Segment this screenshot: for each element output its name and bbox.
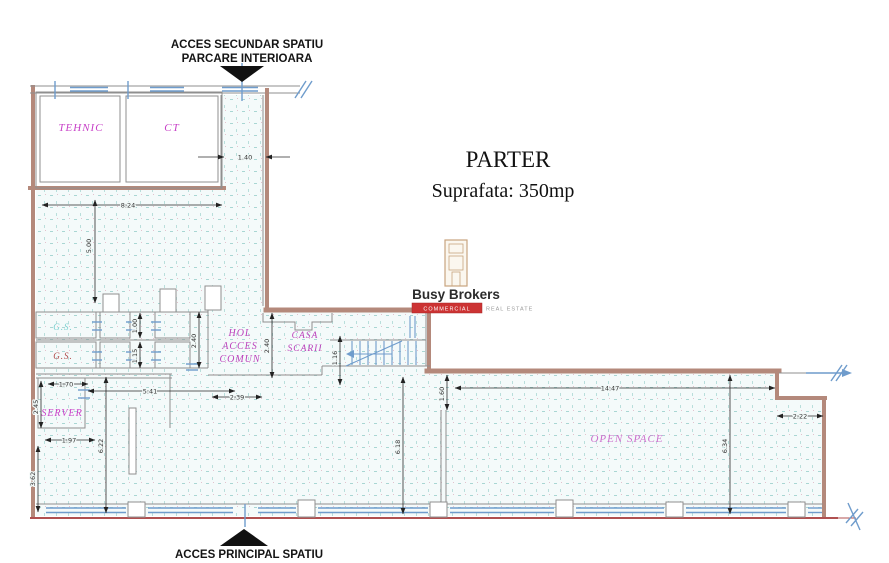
secondary-access-arrow: [220, 66, 264, 82]
break-arrows: [779, 364, 864, 531]
room-label-tehnic: TEHNIC: [58, 122, 103, 134]
dim-left-zone-height: 6.22: [97, 439, 105, 453]
logo-badge: [411, 302, 483, 314]
dim-notch-width: 2.22: [793, 413, 807, 421]
annotations: ACCES SECUNDAR SPATIU PARCARE INTERIOARA…: [171, 39, 575, 561]
dim-server-door: 1.70: [59, 381, 73, 389]
dimension-lines: 1.40 8.24 5.00 1.00 1.15 2.40 2.40 1.16 …: [28, 152, 824, 515]
secondary-access-label-1: ACCES SECUNDAR SPATIU: [171, 39, 323, 51]
sanitary-band-walls: [35, 285, 222, 369]
svg-text:CASA: CASA: [292, 331, 319, 341]
logo-badge-text: COMMERCIAL: [423, 307, 470, 313]
dim-upper-room-width: 8.24: [121, 202, 135, 210]
room-label-open-space: OPEN SPACE: [590, 433, 663, 445]
dim-mid-room-width: 5.41: [143, 388, 157, 396]
dim-band-height: 2.40: [190, 334, 198, 348]
dim-open-right-height: 6.34: [721, 439, 729, 453]
stair-direction-arrow: [346, 350, 354, 358]
svg-text:COMUN: COMUN: [219, 354, 260, 365]
svg-text:HOL: HOL: [227, 328, 251, 339]
room-label-server: SERVER: [41, 408, 82, 419]
room-label-hol: HOL ACCES COMUN: [219, 328, 260, 365]
dim-hol-passage: 2.40: [263, 339, 271, 353]
top-break-symbol: [294, 80, 313, 99]
principal-access-label: ACCES PRINCIPAL SPATIU: [175, 549, 323, 561]
bottom-wall-windows: [46, 504, 822, 527]
room-label-gs-top: G.S.: [53, 322, 73, 332]
dim-stair-flight: 1.16: [331, 351, 339, 365]
server-zone-walls: [36, 373, 172, 475]
floor-hatch-area: [36, 95, 823, 516]
stall-door-marks: [92, 321, 198, 371]
svg-text:ACCES: ACCES: [221, 341, 258, 352]
svg-text:SCARII: SCARII: [287, 344, 322, 354]
dim-stall-top: 1.00: [131, 319, 139, 333]
room-labels: TEHNIC CT G.S. G.S. SERVER HOL ACCES COM…: [41, 122, 663, 445]
dim-server-height: 2.45: [32, 400, 40, 414]
building-icon: [444, 239, 468, 287]
dim-corridor-width: 1.40: [238, 154, 252, 162]
busy-brokers-logo: Busy Brokers COMMERCIAL REAL ESTATE: [411, 239, 533, 314]
logo-tagline: REAL ESTATE: [486, 307, 533, 313]
top-wall-windows: [54, 63, 258, 101]
room-label-gs-bottom: G.S.: [53, 351, 73, 361]
principal-access-arrow: [220, 529, 268, 546]
room-label-ct: CT: [164, 122, 179, 134]
dim-stall-bottom: 1.15: [131, 349, 139, 363]
tehnic-ct-rooms: [35, 91, 223, 189]
dim-upper-room-height: 5.00: [85, 239, 93, 253]
dim-lower-left-height: 3.62: [29, 472, 37, 486]
secondary-access-label-2: PARCARE INTERIOARA: [182, 53, 313, 65]
exterior-walls: [28, 85, 856, 519]
dim-open-top-width: 14.47: [601, 385, 620, 393]
dim-open-offset: 1.60: [438, 387, 446, 401]
bottom-wall-piers: [127, 499, 806, 518]
dim-open-left-height: 6.18: [394, 440, 402, 454]
plan-subtitle: Suprafata: 350mp: [432, 180, 575, 202]
room-label-casa-scarii: CASA SCARII: [287, 331, 322, 354]
dim-server-width: 1.97: [62, 437, 76, 445]
dim-hol-width: 2.39: [230, 394, 244, 402]
stair-treads: [345, 316, 417, 367]
open-space-partition: [440, 410, 447, 516]
logo-name: Busy Brokers: [412, 287, 500, 302]
plan-title: PARTER: [466, 147, 551, 172]
